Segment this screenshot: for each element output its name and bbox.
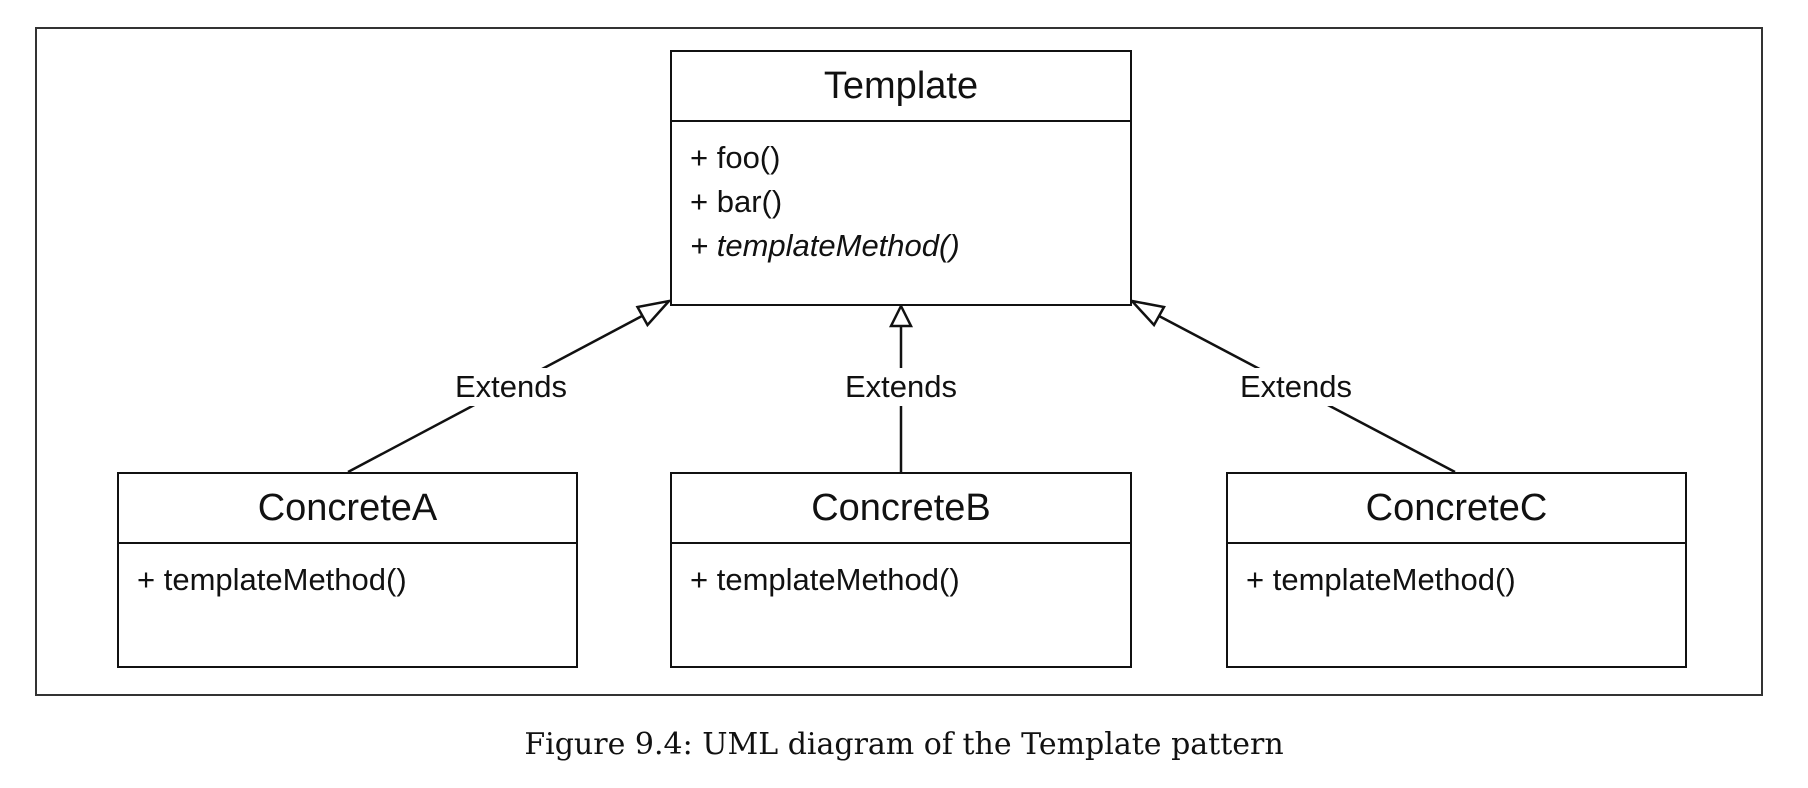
figure-caption: Figure 9.4: UML diagram of the Template … (524, 727, 1284, 762)
generalization-arrowhead-icon (1128, 299, 1166, 328)
class-concrete-c: ConcreteC + templateMethod() (1226, 472, 1687, 668)
generalization-arrowhead-icon (888, 303, 914, 328)
operation-bar: + bar() (690, 184, 783, 219)
class-name: ConcreteA (119, 474, 576, 544)
edge-label-c: Extends (1196, 368, 1396, 406)
operation-template-method: + templateMethod() (690, 228, 960, 263)
class-concrete-b: ConcreteB + templateMethod() (670, 472, 1132, 668)
class-concrete-a: ConcreteA + templateMethod() (117, 472, 578, 668)
class-name: Template (672, 52, 1130, 122)
class-name: ConcreteB (672, 474, 1130, 544)
operations-compartment: + foo() + bar() + templateMethod() (672, 122, 1130, 268)
operations-compartment: + templateMethod() (119, 544, 576, 602)
operations-compartment: + templateMethod() (672, 544, 1130, 602)
generalization-arrowhead-icon (635, 299, 673, 328)
edge-label-b: Extends (801, 368, 1001, 406)
diagram-frame (35, 27, 1763, 696)
class-template: Template + foo() + bar() + templateMetho… (670, 50, 1132, 306)
class-name: ConcreteC (1228, 474, 1685, 544)
operations-compartment: + templateMethod() (1228, 544, 1685, 602)
operation-template-method: + templateMethod() (137, 562, 407, 597)
edge-label-a: Extends (411, 368, 611, 406)
operation-template-method: + templateMethod() (690, 562, 960, 597)
operation-foo: + foo() (690, 140, 781, 175)
operation-template-method: + templateMethod() (1246, 562, 1516, 597)
